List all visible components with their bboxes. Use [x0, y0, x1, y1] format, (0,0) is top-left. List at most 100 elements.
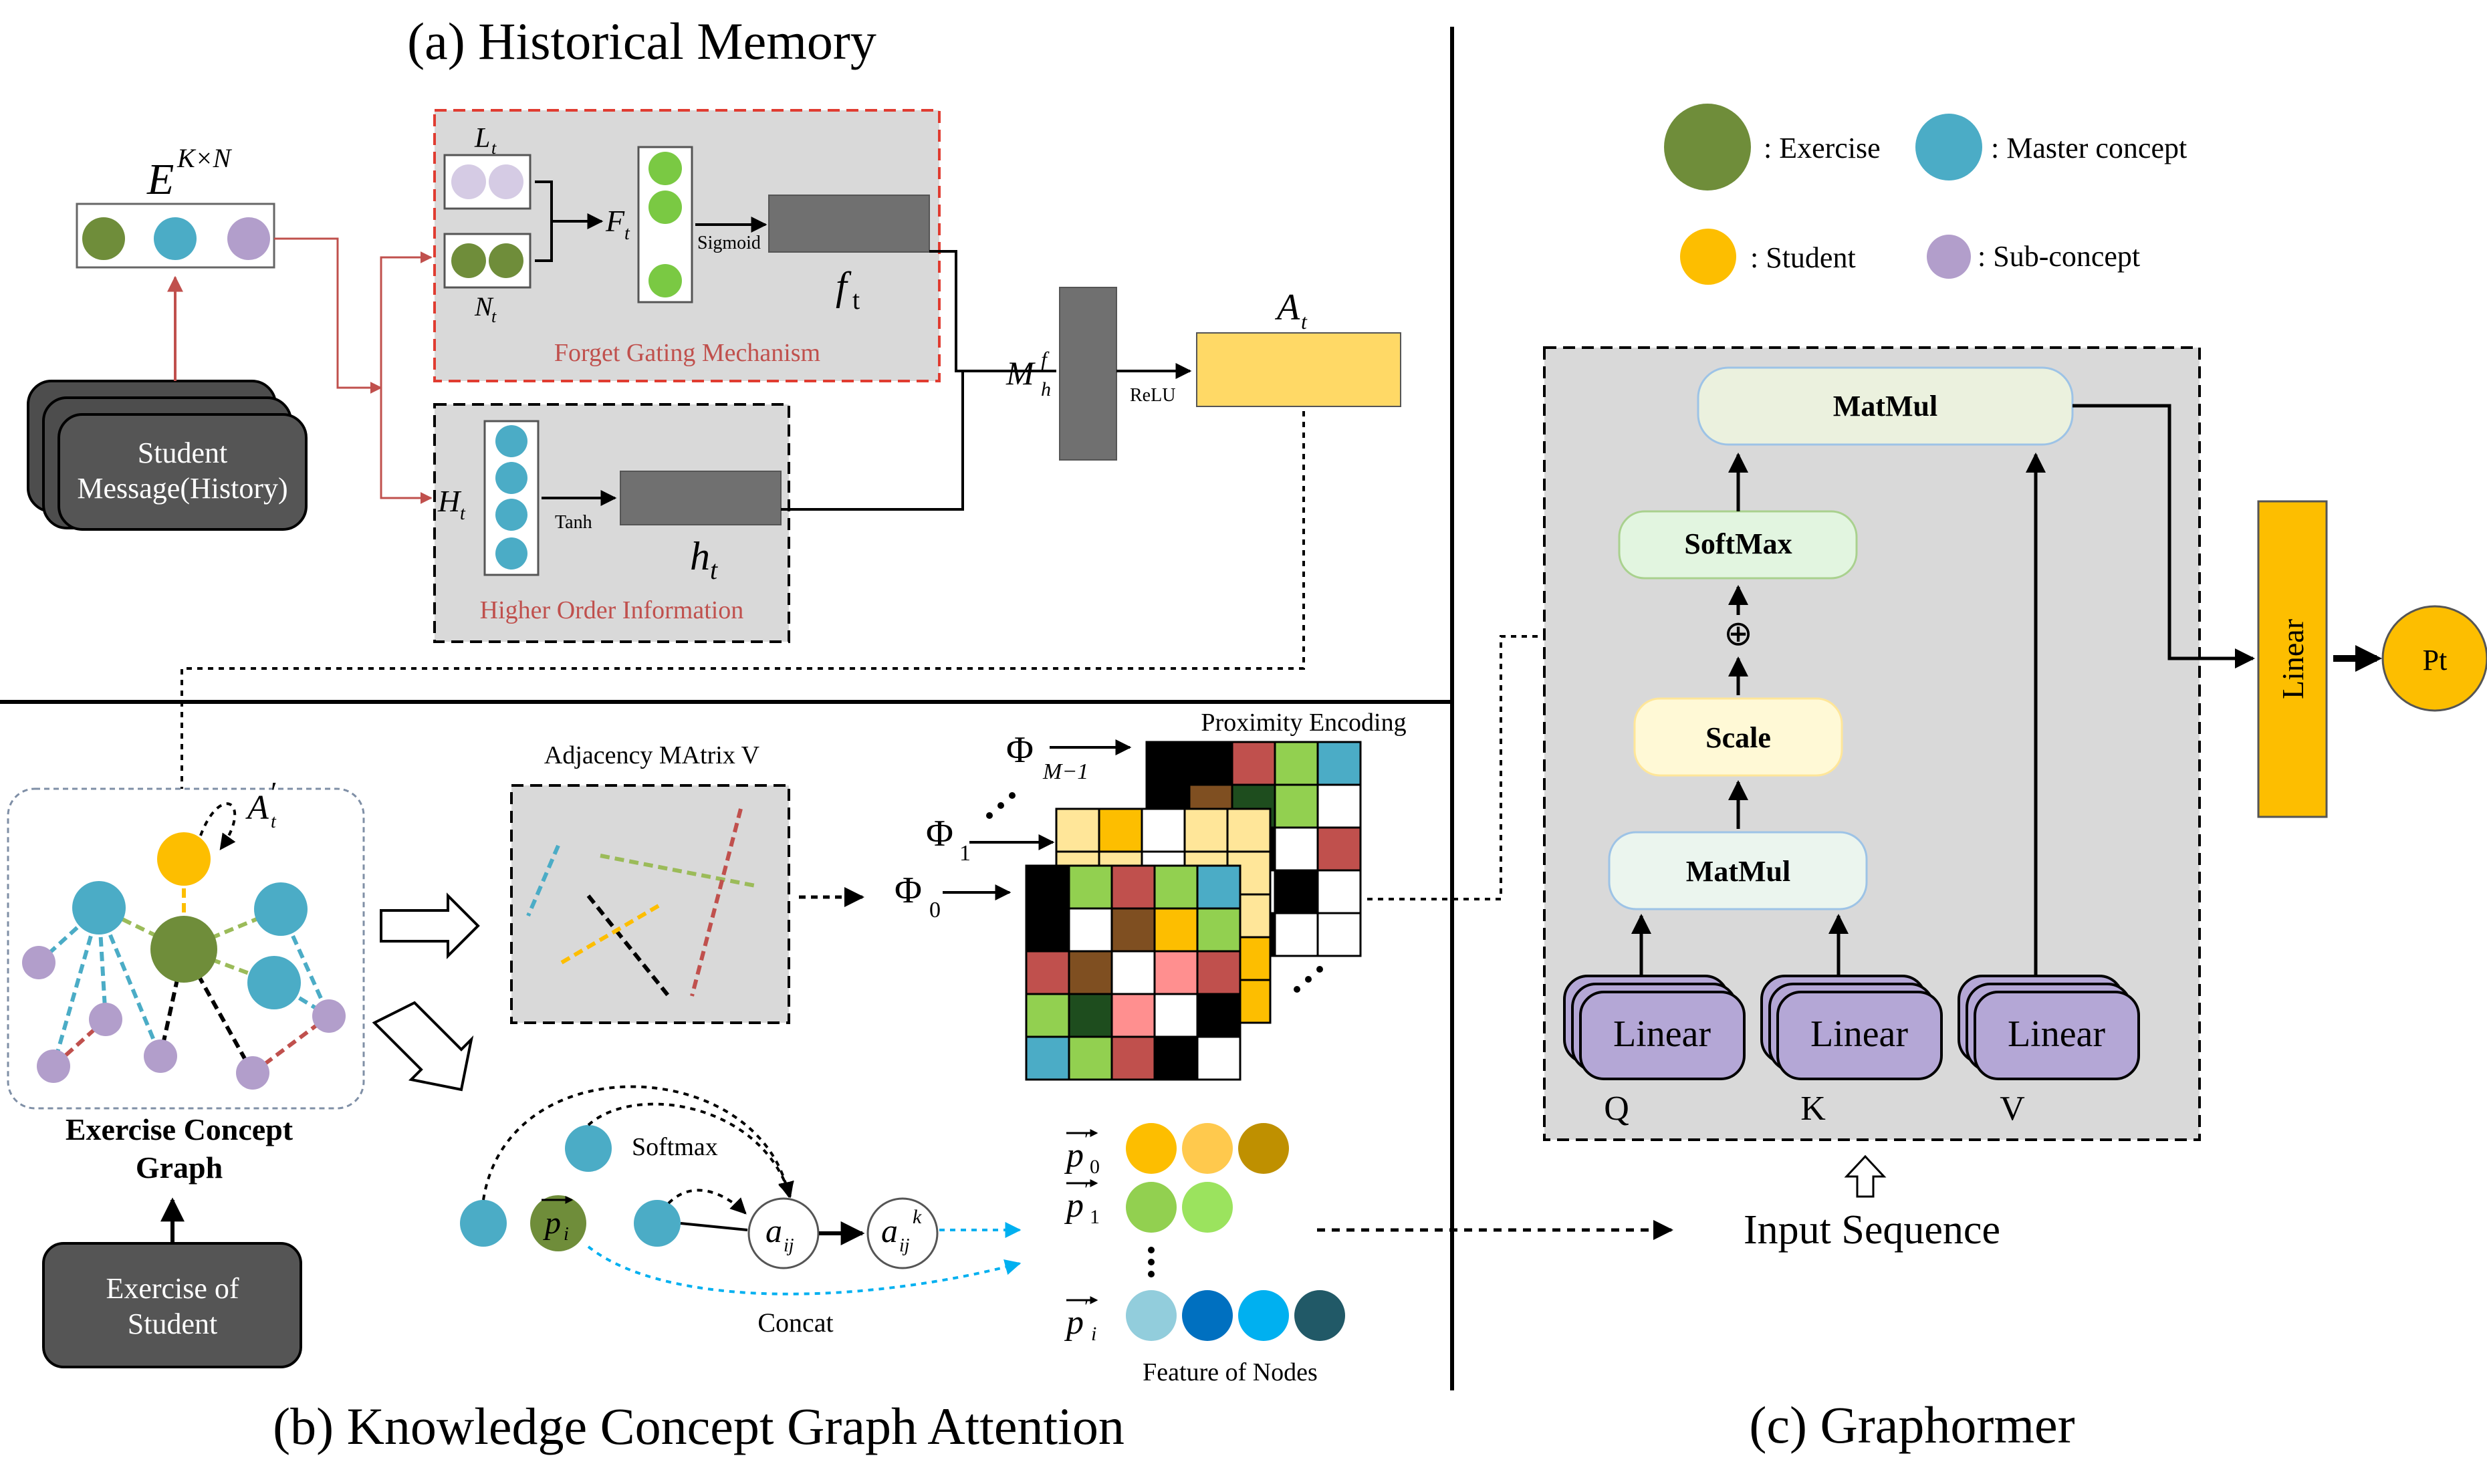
pt-label: Pt — [2423, 644, 2448, 676]
proximity-to-graphormer-dashed — [1367, 628, 1750, 900]
svg-text:′: ′ — [271, 776, 277, 809]
svg-text:′: ′ — [1084, 1177, 1089, 1201]
A-to-graph-dashed — [174, 411, 1305, 828]
scale-label: Scale — [1705, 721, 1771, 754]
attn-master-node-right — [634, 1200, 681, 1247]
legend-sub: : Sub-concept — [1978, 240, 2140, 273]
attn-a-ij-node — [747, 1197, 820, 1269]
feature-p0-label: p ′ 0 — [1064, 1127, 1100, 1178]
linear-v-label: Linear — [2008, 1013, 2105, 1055]
proximity-cell — [1025, 1035, 1070, 1081]
feature-pi-cell-4 — [1294, 1290, 1345, 1341]
feature-p1-cell-2 — [1182, 1182, 1233, 1233]
proximity-cell — [1316, 826, 1362, 872]
proximity-cell — [1110, 1035, 1156, 1081]
feature-p0-cell-1 — [1126, 1123, 1177, 1174]
matmul-bottom-label: MatMul — [1686, 855, 1790, 888]
svg-text:N: N — [474, 291, 494, 322]
N-node-1 — [451, 243, 486, 278]
phi-dots — [986, 792, 1016, 819]
svg-text:1: 1 — [1090, 1206, 1100, 1228]
svg-text:h: h — [690, 534, 710, 578]
proximity-cell — [1274, 869, 1319, 914]
svg-text:k: k — [913, 1206, 922, 1228]
proximity-cell — [1098, 808, 1143, 853]
phi-0-label: Φ 0 — [895, 870, 941, 922]
proximity-cell — [1196, 950, 1241, 995]
H-node-1 — [495, 425, 527, 457]
linear-k-label: Linear — [1810, 1013, 1908, 1055]
L-node-2 — [489, 164, 523, 199]
attn-p-i-label: p i — [542, 1196, 574, 1245]
proximity-cell — [1025, 907, 1070, 953]
p-i-concat-arrow — [587, 1245, 1022, 1295]
output-linear-block — [2257, 500, 2328, 818]
student-message-stack: Student Message(History) — [27, 380, 308, 531]
h-to-M-line — [781, 371, 964, 511]
graph-sub-node-4 — [144, 1039, 177, 1073]
proximity-cell — [1316, 741, 1362, 786]
svg-text:t: t — [491, 307, 497, 326]
proximity-cell — [1153, 950, 1199, 995]
svg-text:L: L — [474, 123, 490, 154]
proximity-cell — [1025, 864, 1070, 910]
proximity-cell — [1196, 993, 1241, 1038]
svg-text:p: p — [1064, 1136, 1084, 1174]
N-node-2 — [489, 243, 523, 278]
A-prime-label: A ′ t — [245, 776, 277, 832]
graph-sub-node-2 — [89, 1003, 122, 1036]
plus-symbol: ⊕ — [1724, 615, 1753, 653]
matmul-top-label: MatMul — [1833, 390, 1937, 422]
embedding-exercise-node — [82, 217, 125, 260]
student-message-line1: Student — [138, 437, 227, 469]
title-graphormer: (c) Graphormer — [1749, 1396, 2075, 1454]
svg-text:Φ: Φ — [926, 813, 953, 854]
forget-gating-label: Forget Gating Mechanism — [554, 339, 820, 367]
k-label: K — [1800, 1090, 1826, 1128]
concat-label: Concat — [757, 1308, 833, 1338]
graph-title-line2: Graph — [136, 1150, 223, 1185]
proximity-cell — [1141, 808, 1186, 853]
N-label: N t — [474, 291, 497, 326]
svg-text:t: t — [271, 812, 277, 832]
proximity-cell — [1110, 993, 1156, 1038]
proximity-title: Proximity Encoding — [1201, 709, 1406, 737]
H-node-2 — [495, 462, 527, 494]
embedding-to-panels-arrows — [274, 237, 433, 504]
proximity-cell — [1110, 907, 1156, 953]
v-label: V — [2000, 1090, 2025, 1128]
proximity-cell — [1153, 1035, 1199, 1081]
proximity-cell — [1231, 741, 1276, 786]
linear-q-label: Linear — [1613, 1013, 1711, 1055]
svg-text:h: h — [1041, 378, 1051, 400]
student-self-loop — [199, 802, 237, 850]
svg-text:M: M — [1005, 354, 1036, 392]
L-label: L t — [474, 123, 497, 158]
svg-text:1: 1 — [959, 841, 971, 866]
feature-p0-cell-2 — [1182, 1123, 1233, 1174]
legend-sub-icon — [1927, 235, 1971, 279]
H-label: H t — [437, 484, 466, 524]
svg-text:i: i — [564, 1224, 569, 1245]
student-message-line2: Message(History) — [77, 472, 287, 505]
proximity-cell — [1145, 741, 1191, 786]
input-sequence-up-arrow — [1844, 1154, 1887, 1198]
linear-v-stack: Linear — [1958, 975, 2140, 1080]
phi-1-label: Φ 1 — [926, 813, 971, 866]
feature-pi-cell-3 — [1238, 1290, 1289, 1341]
sigmoid-label: Sigmoid — [697, 233, 761, 253]
q-label: Q — [1604, 1090, 1629, 1128]
graph-sub-node-5 — [236, 1056, 269, 1090]
svg-text:p: p — [1064, 1304, 1084, 1342]
svg-text:Φ: Φ — [1006, 729, 1034, 771]
adjacency-lines — [526, 808, 756, 997]
proximity-cell — [1025, 950, 1070, 995]
proximity-cell — [1068, 993, 1113, 1038]
legend-master: : Master concept — [1991, 132, 2187, 164]
pt-output-node — [2381, 605, 2487, 712]
proximity-cell — [1068, 1035, 1113, 1081]
proximity-cell — [1196, 864, 1241, 910]
proximity-cell — [1055, 808, 1100, 853]
exercise-of-student-line2: Student — [128, 1308, 217, 1340]
